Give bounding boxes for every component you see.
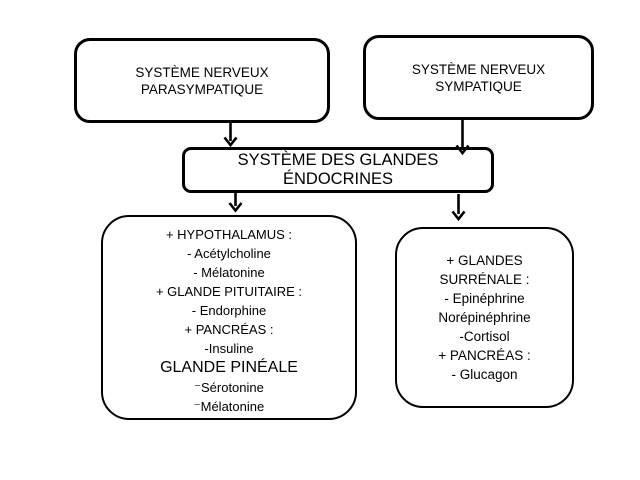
hypothalamus-line-6: + PANCRÉAS : (184, 322, 274, 337)
hypothalamus-line-5: - Endorphine (191, 303, 267, 318)
endocrines-line-1: SYSTÈME DES GLANDES (237, 151, 439, 169)
hypothalamus-line-3: - Mélatonine (193, 265, 265, 280)
arrow-head-icon (223, 136, 238, 148)
endocrines-line-2: ÉNDOCRINES (282, 170, 393, 188)
surrenale-line-5: -Cortisol (459, 329, 510, 344)
parasympathique-line-2: PARASYMPATIQUE (140, 81, 264, 97)
arrow-parasympathique-to-endocrines (223, 122, 238, 148)
box-systeme-nerveux-sympathique: SYSTÈME NERVEUX SYMPATIQUE (363, 35, 594, 120)
box-glandes-surrenale-group: + GLANDES SURRÉNALE : - Epinéphrine Noré… (395, 227, 574, 408)
surrenale-line-3: - Epinéphrine (444, 291, 525, 306)
surrenale-line-6: + PANCRÉAS : (438, 348, 531, 363)
surrenale-line-1: + GLANDES (446, 253, 523, 268)
hypothalamus-line-2: - Acétylcholine (187, 246, 271, 261)
arrow-head-icon (228, 202, 243, 213)
arrow-endocrines-to-surrenale-group (451, 194, 466, 222)
sympathique-line-2: SYMPATIQUE (435, 78, 522, 94)
hypothalamus-line-8: GLANDE PINÉALE (160, 359, 298, 376)
arrow-head-icon (451, 210, 466, 222)
sympathique-line-1: SYSTÈME NERVEUX (411, 61, 546, 77)
parasympathique-line-1: SYSTÈME NERVEUX (135, 64, 269, 80)
hypothalamus-line-4: + GLANDE PITUITAIRE : (155, 284, 303, 299)
hypothalamus-line-1: + HYPOTHALAMUS : (165, 227, 293, 242)
hypothalamus-line-10: ⁻Mélatonine (193, 399, 265, 414)
hypothalamus-line-9: ⁻Sérotonine (194, 380, 264, 395)
surrenale-line-2: SURRÉNALE : (439, 272, 530, 287)
arrow-endocrines-to-hypothalamus-group (228, 192, 243, 213)
box-systeme-glandes-endocrines: SYSTÈME DES GLANDES ÉNDOCRINES (182, 147, 494, 193)
box-systeme-nerveux-parasympathique: SYSTÈME NERVEUX PARASYMPATIQUE (74, 38, 330, 123)
box-hypothalamus-group: + HYPOTHALAMUS : - Acétylcholine - Mélat… (101, 215, 357, 420)
surrenale-line-4: Norépinéphrine (438, 310, 531, 325)
surrenale-line-7: - Glucagon (451, 367, 518, 382)
hypothalamus-line-7: -Insuline (204, 341, 254, 356)
